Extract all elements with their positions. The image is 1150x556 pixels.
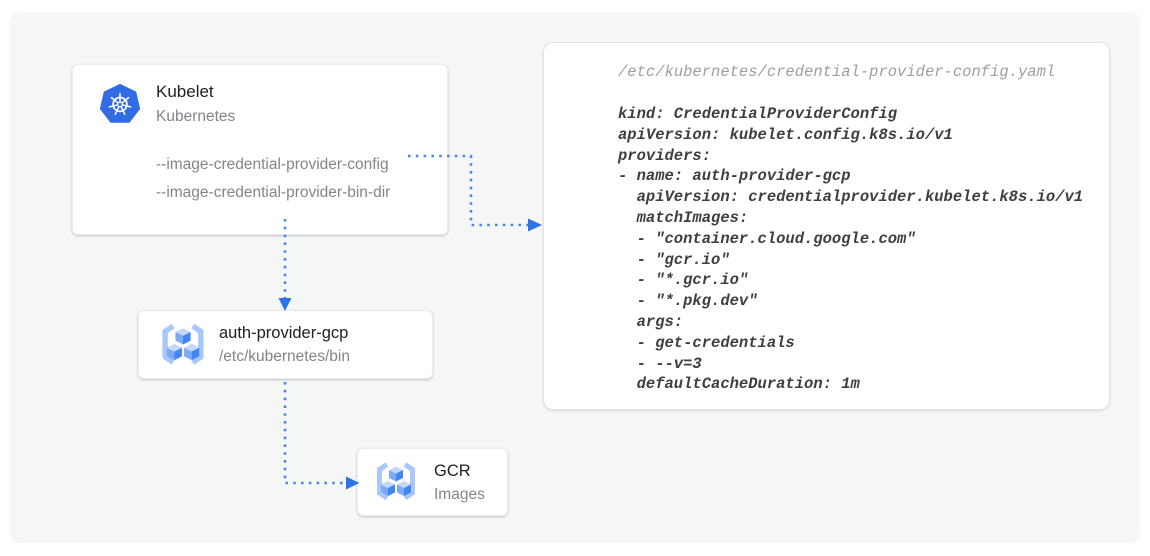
auth-provider-card: auth-provider-gcp /etc/kubernetes/bin [138, 310, 433, 379]
kubelet-subtitle: Kubernetes [156, 108, 236, 125]
config-line: args: [618, 312, 684, 331]
config-line: apiVersion: kubelet.config.k8s.io/v1 [618, 125, 953, 144]
spacer [618, 83, 1097, 104]
gcr-card: GCR Images [357, 448, 508, 516]
container-registry-icon [157, 321, 209, 369]
gcr-subtitle: Images [434, 486, 485, 503]
auth-provider-title: auth-provider-gcp [219, 324, 349, 342]
config-line: providers: [618, 146, 712, 165]
kubelet-flag: --image-credential-provider-bin-dir [156, 184, 391, 201]
auth-provider-subtitle: /etc/kubernetes/bin [219, 348, 350, 365]
gcr-title: GCR [434, 462, 471, 480]
config-file-path: /etc/kubernetes/credential-provider-conf… [618, 63, 1056, 81]
config-line: - "*.gcr.io" [618, 271, 749, 290]
config-yaml-code: kind: CredentialProviderConfig apiVersion… [618, 104, 1097, 395]
config-line: defaultCacheDuration: 1m [618, 375, 860, 394]
kubelet-flag: --image-credential-provider-config [156, 156, 389, 173]
config-line: - get-credentials [618, 333, 795, 352]
connector-auth-provider-to-gcr [283, 382, 346, 485]
config-line: apiVersion: credentialprovider.kubelet.k… [618, 188, 1084, 207]
config-line: kind: CredentialProviderConfig [618, 105, 898, 123]
config-line: matchImages: [618, 208, 749, 227]
config-line: - name: auth-provider-gcp [618, 167, 851, 186]
config-line: - --v=3 [618, 354, 702, 373]
config-line: - "gcr.io" [618, 250, 730, 269]
credential-provider-config-panel: /etc/kubernetes/credential-provider-conf… [543, 42, 1110, 410]
kubernetes-icon [99, 83, 141, 125]
kubelet-card: Kubelet Kubernetes --image-credential-pr… [72, 64, 448, 235]
kubelet-title: Kubelet [156, 82, 214, 101]
arrowhead-right-yaml [528, 218, 542, 232]
config-line: - "*.pkg.dev" [618, 292, 758, 311]
diagram-canvas: Kubelet Kubernetes --image-credential-pr… [10, 12, 1140, 543]
kubelet-flags: --image-credential-provider-config --imag… [156, 151, 390, 207]
container-registry-icon [372, 460, 420, 504]
config-line: - "container.cloud.google.com" [618, 229, 916, 248]
